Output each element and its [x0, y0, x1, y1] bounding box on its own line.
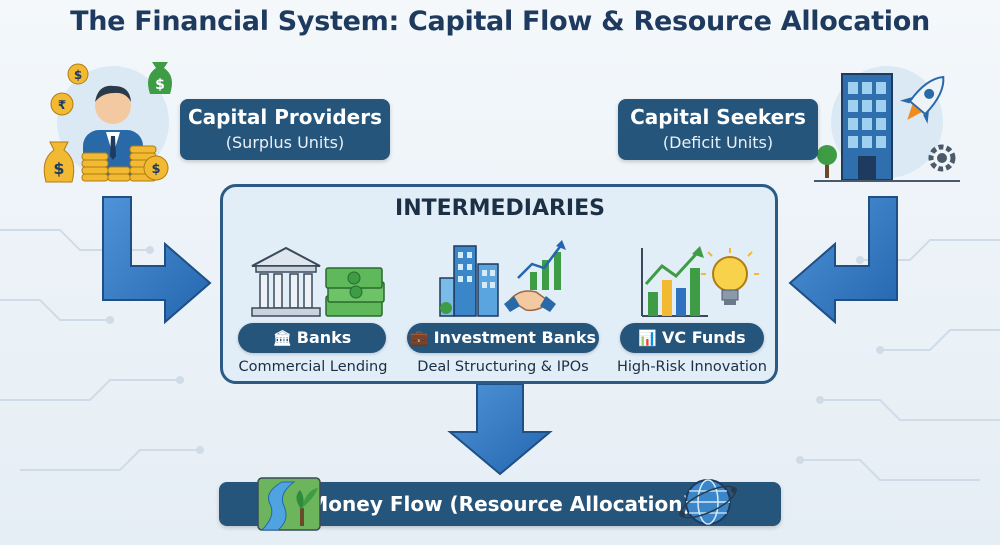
svg-text:$: $ [151, 162, 160, 177]
investment-banks-pill: 💼Investment Banks [407, 323, 599, 353]
chart-icon: 📊 [638, 329, 658, 347]
vc-illustration [641, 246, 759, 317]
capital-providers-illustration: $ $ $ ₹ $ [43, 62, 172, 183]
capital-providers-label: Capital Providers [187, 105, 383, 129]
banks-pill: 🏛Banks [238, 323, 386, 353]
svg-text:$: $ [53, 159, 64, 178]
banks-caption: Commercial Lending [238, 359, 388, 375]
left-flow-arrow [102, 196, 212, 325]
bank-illustration [251, 246, 385, 317]
intermediaries-title: INTERMEDIARIES [395, 196, 605, 221]
investment-banks-caption: Deal Structuring & IPOs [417, 359, 589, 375]
right-flow-arrow [788, 196, 898, 325]
globe-icon [679, 479, 737, 525]
investment-bank-illustration [439, 240, 566, 317]
investment-banks-label: Investment Banks [433, 328, 597, 347]
banks-label: Banks [296, 328, 352, 347]
briefcase-icon: 💼 [409, 329, 429, 347]
capital-seekers-illustration [814, 66, 960, 182]
vc-funds-caption: High-Risk Innovation [617, 359, 767, 375]
capital-providers-box: Capital Providers (Surplus Units) [180, 99, 390, 160]
down-flow-arrow [447, 383, 553, 476]
svg-text:₹: ₹ [58, 98, 66, 112]
svg-text:$: $ [74, 68, 82, 82]
bank-icon: 🏛 [272, 329, 292, 347]
page-title: The Financial System: Capital Flow & Res… [70, 6, 930, 37]
capital-seekers-sublabel: (Deficit Units) [662, 133, 774, 152]
vc-funds-label: VC Funds [662, 328, 746, 347]
capital-seekers-box: Capital Seekers (Deficit Units) [618, 99, 818, 160]
vc-funds-pill: 📊VC Funds [620, 323, 764, 353]
svg-text:$: $ [155, 77, 165, 93]
capital-providers-sublabel: (Surplus Units) [225, 133, 345, 152]
river-plant-icon [257, 477, 321, 531]
money-flow-label: Money Flow (Resource Allocation) [308, 492, 692, 516]
capital-seekers-label: Capital Seekers [630, 105, 806, 129]
